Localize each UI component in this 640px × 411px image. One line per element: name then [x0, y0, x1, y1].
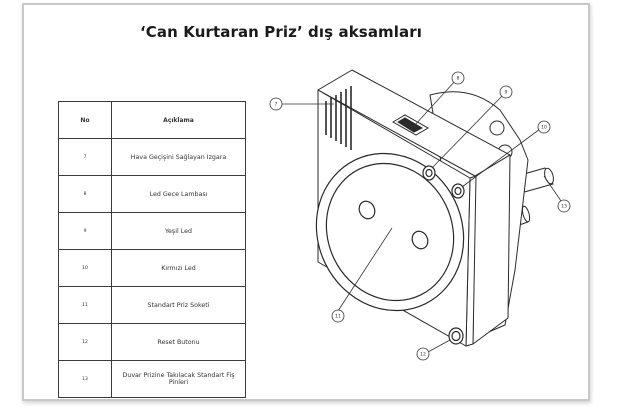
- row-number: 8: [58, 175, 112, 213]
- standard-socket: [315, 152, 465, 312]
- row-description: Reset Butonu: [111, 323, 246, 361]
- row-description: Duvar Prizine Takılacak Standart Fiş Pin…: [111, 360, 246, 398]
- leds: [422, 165, 465, 199]
- table-row: 9 Yeşil Led: [58, 212, 246, 250]
- ventilation-grille: [325, 86, 352, 150]
- table-row: 11 Standart Priz Soketi: [58, 286, 246, 324]
- housing-side: [472, 154, 511, 345]
- row-description: Hava Geçişini Sağlayan Izgara: [111, 138, 246, 176]
- parts-table: No Açıklama 7 Hava Geçişini Sağlayan Izg…: [58, 101, 246, 398]
- table-row: 7 Hava Geçişini Sağlayan Izgara: [58, 138, 246, 176]
- row-description: Standart Priz Soketi: [111, 286, 246, 324]
- svg-text:8: 8: [457, 76, 460, 82]
- reset-button: [448, 327, 464, 345]
- callout-8: 8: [451, 71, 465, 85]
- svg-text:12: 12: [420, 352, 426, 358]
- column-header-no: No: [58, 101, 112, 139]
- column-header-description: Açıklama: [111, 101, 246, 139]
- svg-text:11: 11: [335, 314, 341, 320]
- callout-13: 13: [557, 199, 571, 213]
- callout-9: 9: [499, 85, 513, 99]
- leader-lines: [282, 79, 562, 353]
- callout-7: 7: [269, 97, 283, 111]
- svg-text:9: 9: [505, 90, 508, 96]
- table-header-row: No Açıklama: [58, 101, 246, 139]
- svg-text:7: 7: [275, 102, 278, 108]
- row-number: 10: [58, 249, 112, 287]
- row-number: 12: [58, 323, 112, 361]
- row-description: Kırmızı Led: [111, 249, 246, 287]
- callouts: 7 8 9 10 11 12: [269, 71, 571, 361]
- table-row: 10 Kırmızı Led: [58, 249, 246, 287]
- callout-12: 12: [416, 347, 430, 361]
- svg-text:10: 10: [541, 125, 547, 131]
- callout-11: 11: [331, 309, 345, 323]
- page-title: ‘Can Kurtaran Priz’ dış aksamları: [140, 23, 422, 41]
- row-number: 13: [58, 360, 112, 398]
- table-row: 12 Reset Butonu: [58, 323, 246, 361]
- table-row: 13 Duvar Prizine Takılacak Standart Fiş …: [58, 360, 246, 398]
- callout-10: 10: [537, 120, 551, 134]
- led-night-lamp: [391, 114, 430, 136]
- svg-text:13: 13: [561, 204, 567, 210]
- row-number: 9: [58, 212, 112, 250]
